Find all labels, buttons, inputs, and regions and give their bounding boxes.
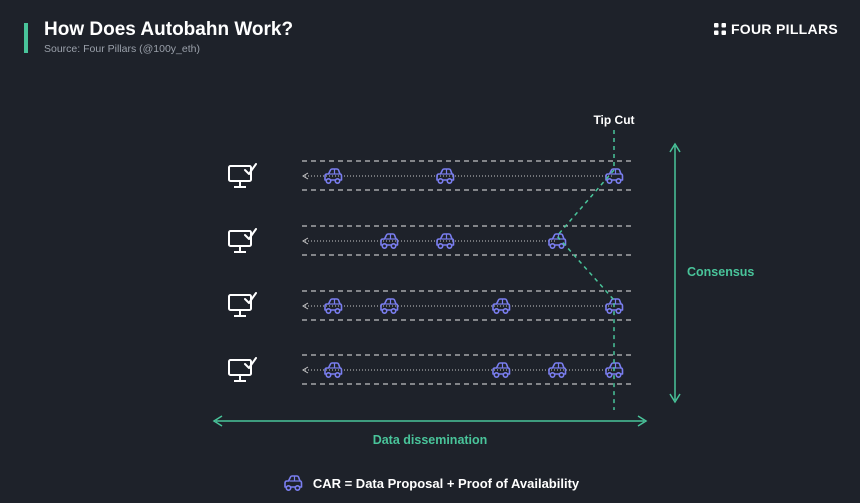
lane-1 <box>228 160 634 191</box>
chain-arrowhead <box>302 237 309 245</box>
car-icon <box>436 168 455 184</box>
source-caption: Source: Four Pillars (@100y_eth) <box>44 43 200 55</box>
car-icon <box>436 233 455 249</box>
lane-3 <box>228 290 634 321</box>
lane-4 <box>228 354 634 385</box>
lane-2 <box>228 225 634 256</box>
chain-arrowhead <box>302 302 309 310</box>
monitor-check-icon <box>228 163 257 188</box>
dissemination-arrow <box>212 415 648 427</box>
car-icon <box>324 298 343 315</box>
car-icon <box>492 298 511 315</box>
consensus-arrow <box>669 142 681 404</box>
tip-cut-line <box>556 130 615 410</box>
chain-arrowhead <box>302 366 309 374</box>
brand-logo: FOUR PILLARS <box>713 21 838 37</box>
monitor-check-icon <box>228 357 257 382</box>
monitor-check-icon <box>228 228 257 253</box>
legend-text: CAR = Data Proposal + Proof of Availabil… <box>312 475 580 491</box>
legend: CAR = Data Proposal + Proof of Availabil… <box>0 474 860 492</box>
tip-cut-label: Tip Cut <box>593 113 634 127</box>
page-title: How Does Autobahn Work? <box>44 19 294 40</box>
car-icon <box>324 362 343 379</box>
title-accent-bar <box>24 23 28 53</box>
monitor-check-icon <box>228 292 257 317</box>
chain-arrowhead <box>302 172 309 180</box>
consensus-label: Consensus <box>687 265 754 279</box>
four-dots-icon <box>713 23 726 35</box>
car-icon <box>284 475 303 492</box>
brand-name: FOUR PILLARS <box>730 21 838 37</box>
car-icon <box>324 168 343 184</box>
dissemination-label: Data dissemination <box>373 433 488 447</box>
car-icon <box>492 362 511 379</box>
